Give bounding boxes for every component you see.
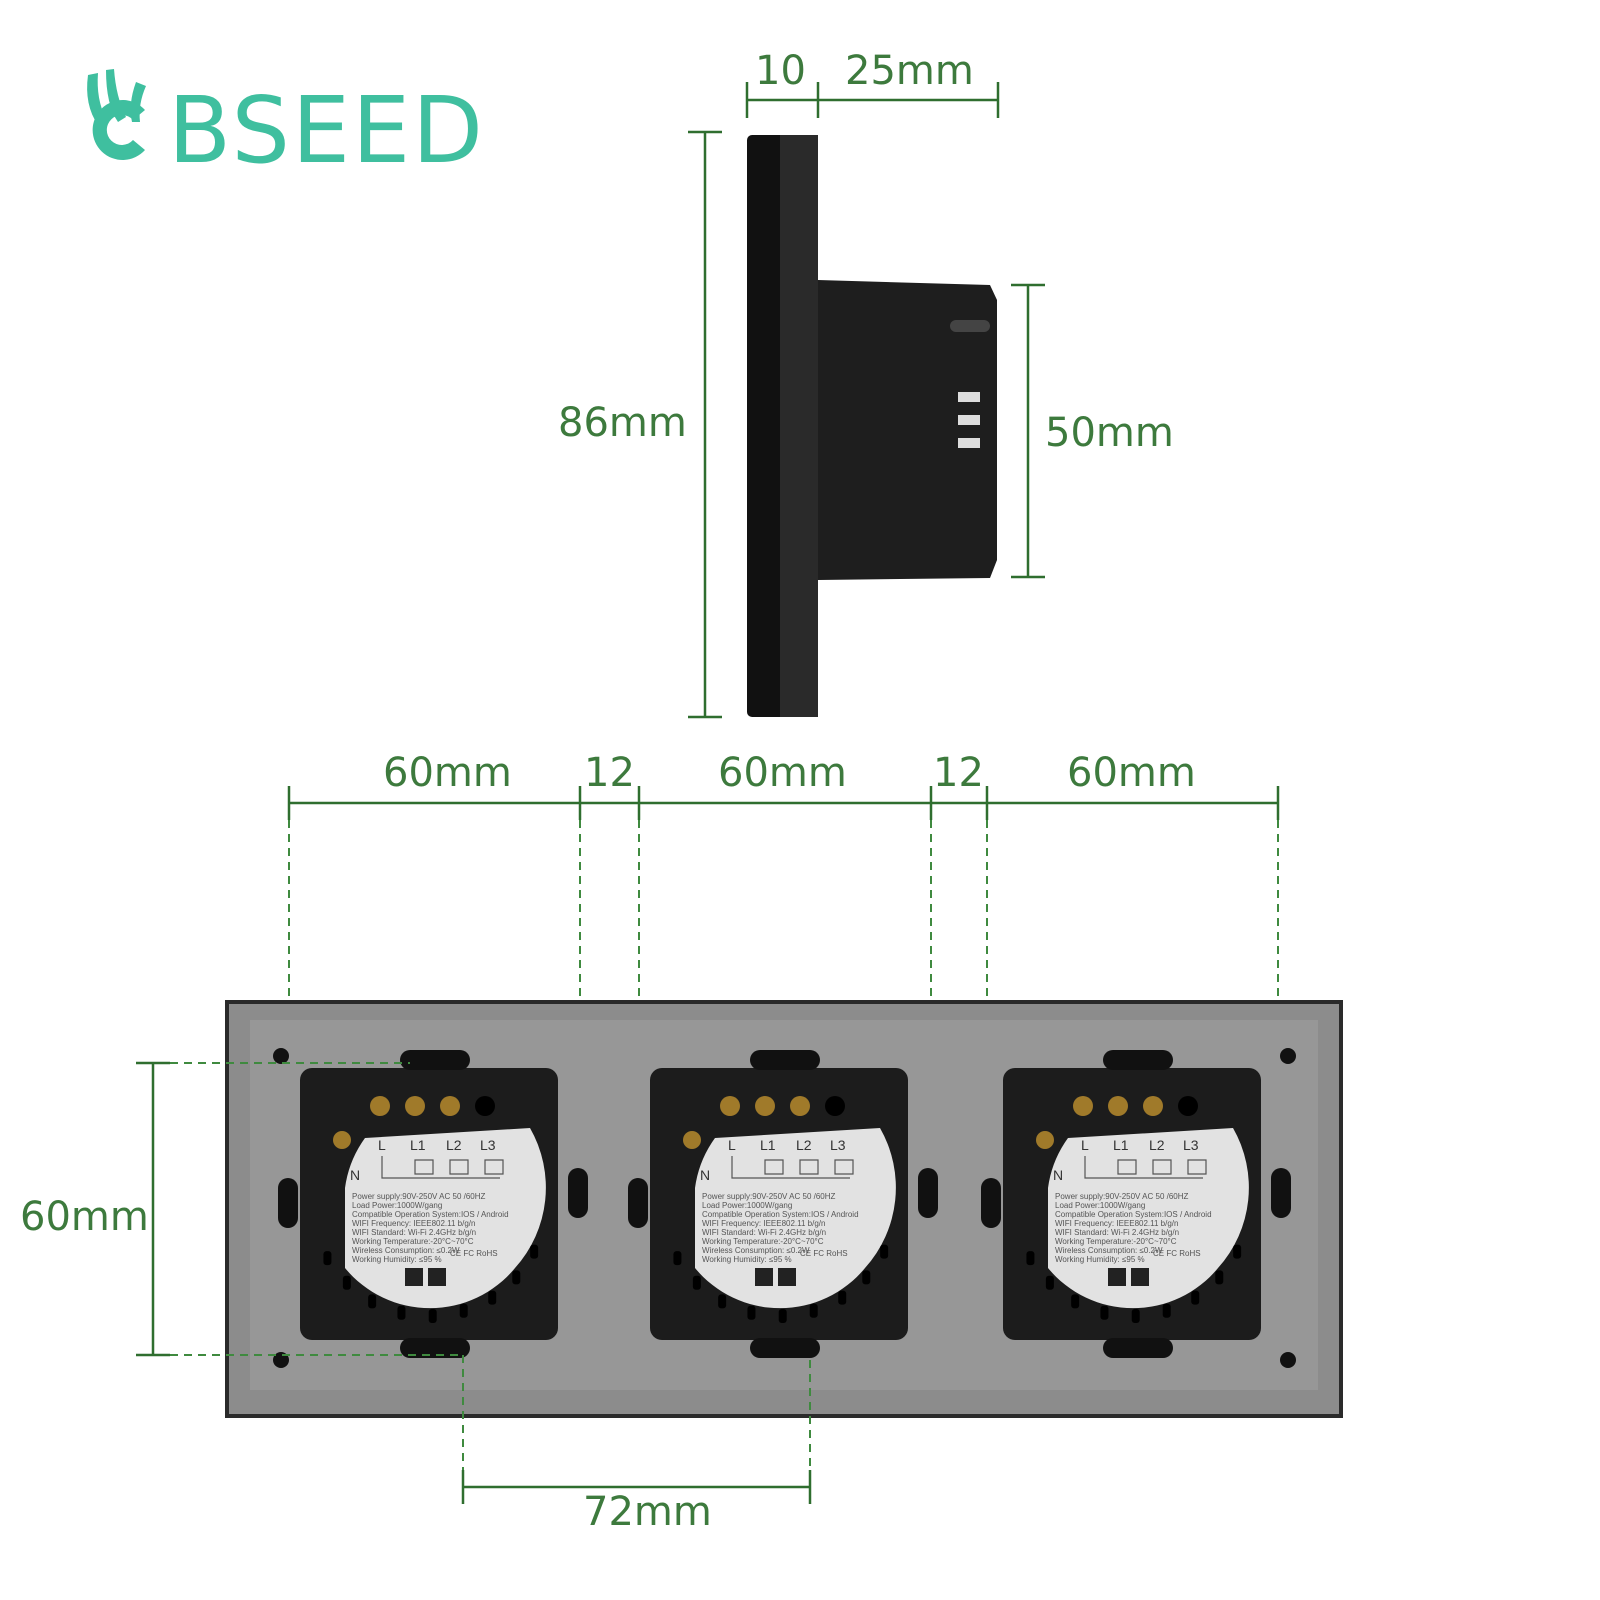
wifi-icon — [1131, 1268, 1149, 1286]
spec-line: Compatible Operation System:IOS / Androi… — [352, 1210, 509, 1219]
device-icon — [755, 1268, 773, 1286]
gap-1-label: 12 — [584, 750, 635, 796]
spec-label — [345, 1128, 546, 1309]
terminal-l3: L3 — [830, 1137, 846, 1153]
device-icon — [405, 1268, 423, 1286]
spec-line: Load Power:1000W/gang — [702, 1201, 792, 1210]
spec-line: Power supply:90V-250V AC 50 /60HZ — [702, 1192, 836, 1201]
spec-label — [1048, 1128, 1249, 1309]
spec-line: Wireless Consumption: ≤0.2W — [352, 1246, 460, 1255]
terminal-l1: L1 — [1113, 1137, 1129, 1153]
spec-line: WIFI Standard: Wi-Fi 2.4GHz b/g/n — [1055, 1228, 1179, 1237]
spec-line: Load Power:1000W/gang — [352, 1201, 442, 1210]
terminal-l2: L2 — [796, 1137, 812, 1153]
plate-height-label: 86mm — [558, 400, 687, 446]
terminal-l2: L2 — [446, 1137, 462, 1153]
gang-width-3-label: 60mm — [1067, 750, 1196, 796]
spec-line: WIFI Frequency: IEEE802.11 b/g/n — [1055, 1219, 1178, 1228]
bseed-logo: BSEED — [87, 69, 485, 184]
spec-line: WIFI Frequency: IEEE802.11 b/g/n — [702, 1219, 825, 1228]
plate-thickness-label: 10 — [755, 48, 806, 94]
cert-marks: CE FC RoHS — [450, 1249, 498, 1258]
switch-module: L L1 L2 L3N Power supply:90V-250V AC 50 /60H… — [628, 1050, 938, 1358]
cert-marks: CE FC RoHS — [800, 1249, 848, 1258]
terminal-n: N — [350, 1167, 360, 1183]
spec-line: Wireless Consumption: ≤0.2W — [702, 1246, 810, 1255]
spec-line: Working Humidity: ≤95 % — [352, 1255, 442, 1264]
spec-line: Working Temperature:-20°C~70°C — [702, 1237, 824, 1246]
side-dimension-lines — [688, 82, 1045, 719]
gang-pitch-label: 72mm — [583, 1489, 712, 1535]
terminal-n: N — [1053, 1167, 1063, 1183]
device-icon — [1108, 1268, 1126, 1286]
spec-line: Load Power:1000W/gang — [1055, 1201, 1145, 1210]
gang-width-2-label: 60mm — [718, 750, 847, 796]
switch-module: L L1 L2 L3N Power supply:90V-250V AC 50 /60H… — [278, 1050, 588, 1358]
mounting-height-label: 60mm — [20, 1194, 149, 1240]
brand-name: BSEED — [168, 77, 485, 184]
logo-mark-icon — [87, 69, 146, 161]
module-body-side — [818, 280, 997, 580]
module-depth-label: 25mm — [845, 48, 974, 94]
spec-label — [695, 1128, 896, 1309]
spec-line: Working Temperature:-20°C~70°C — [1055, 1237, 1177, 1246]
spec-line: Working Temperature:-20°C~70°C — [352, 1237, 474, 1246]
spec-line: Wireless Consumption: ≤0.2W — [1055, 1246, 1163, 1255]
terminal-l2: L2 — [1149, 1137, 1165, 1153]
panel-dimension-lines — [136, 1061, 812, 1504]
side-view — [747, 135, 997, 717]
terminal-l3: L3 — [480, 1137, 496, 1153]
spec-line: WIFI Standard: Wi-Fi 2.4GHz b/g/n — [352, 1228, 476, 1237]
spec-line: Power supply:90V-250V AC 50 /60HZ — [352, 1192, 486, 1201]
terminal-l: L — [728, 1137, 736, 1153]
terminal-l1: L1 — [760, 1137, 776, 1153]
spec-line: Working Humidity: ≤95 % — [702, 1255, 792, 1264]
terminal-n: N — [700, 1167, 710, 1183]
spec-line: WIFI Frequency: IEEE802.11 b/g/n — [352, 1219, 475, 1228]
gang-width-1-label: 60mm — [383, 750, 512, 796]
spec-line: Working Humidity: ≤95 % — [1055, 1255, 1145, 1264]
spec-line: Compatible Operation System:IOS / Androi… — [702, 1210, 859, 1219]
wifi-icon — [778, 1268, 796, 1286]
terminal-l1: L1 — [410, 1137, 426, 1153]
terminal-l3: L3 — [1183, 1137, 1199, 1153]
spec-line: WIFI Standard: Wi-Fi 2.4GHz b/g/n — [702, 1228, 826, 1237]
wifi-icon — [428, 1268, 446, 1286]
terminal-l: L — [1081, 1137, 1089, 1153]
switch-module: L L1 L2 L3N Power supply:90V-250V AC 50 /60H… — [981, 1050, 1291, 1358]
spec-line: Compatible Operation System:IOS / Androi… — [1055, 1210, 1212, 1219]
spec-line: Power supply:90V-250V AC 50 /60HZ — [1055, 1192, 1189, 1201]
gap-2-label: 12 — [933, 750, 984, 796]
module-height-label: 50mm — [1045, 410, 1174, 456]
terminal-l: L — [378, 1137, 386, 1153]
cert-marks: CE FC RoHS — [1153, 1249, 1201, 1258]
